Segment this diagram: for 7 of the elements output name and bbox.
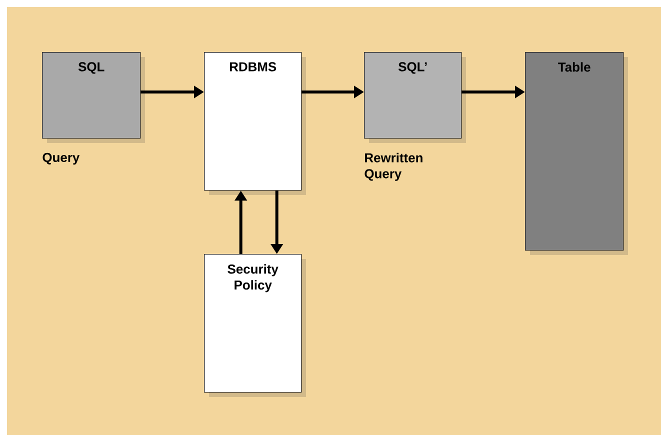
caption-text: Rewritten Query	[364, 152, 422, 181]
process-box: SQL	[42, 52, 145, 143]
caption-text: Query	[42, 152, 80, 165]
process-box: RDBMS	[204, 52, 306, 195]
process-box: SQL’	[364, 52, 466, 143]
process-box: Security Policy	[204, 254, 306, 397]
process-box: Table	[525, 52, 628, 255]
